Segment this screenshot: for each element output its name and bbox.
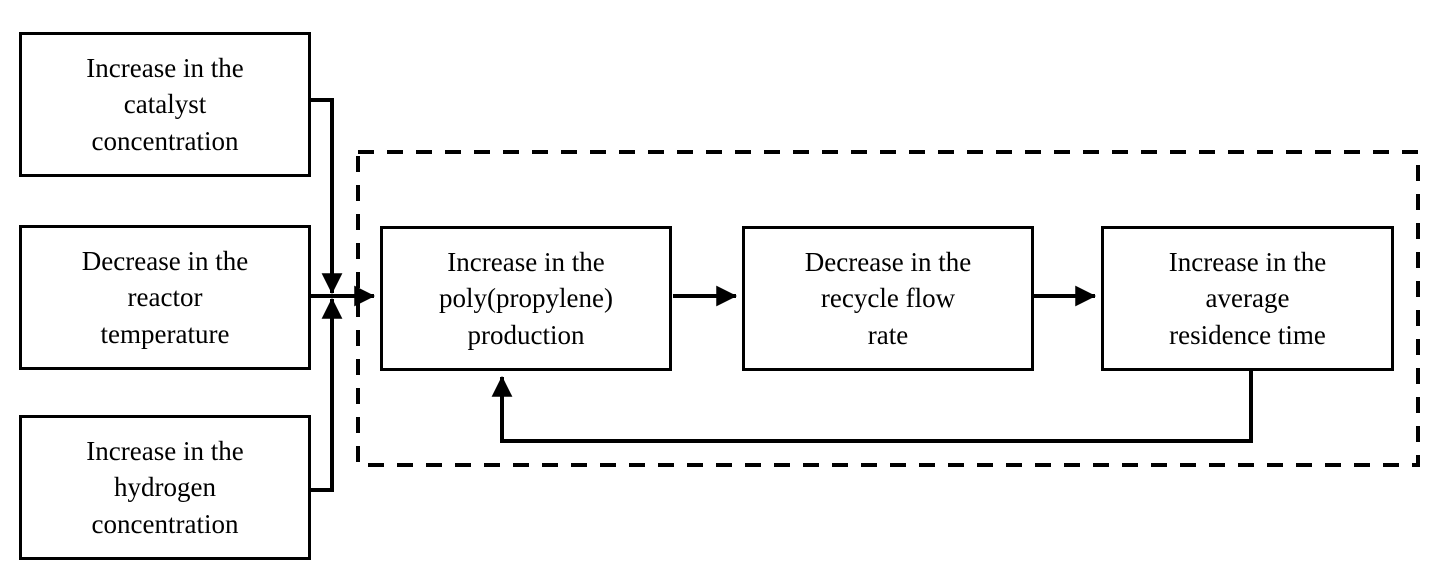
node-label-recycle-flow-rate: Decrease in the recycle flow rate — [804, 246, 972, 350]
node-label-hydrogen-concentration: Increase in the hydrogen concentration — [86, 435, 244, 539]
node-label-polypropylene-production: Increase in the poly(propylene) producti… — [439, 246, 613, 350]
node-recycle-flow-rate[interactable]: Decrease in the recycle flow rate — [742, 226, 1034, 371]
node-label-reactor-temperature: Decrease in the reactor temperature — [81, 245, 249, 349]
edge-catalyst-to-junction — [311, 98, 343, 295]
process-boundary-dashed-rectangle — [356, 150, 1420, 467]
node-reactor-temperature[interactable]: Decrease in the reactor temperature — [19, 225, 311, 370]
node-average-residence-time[interactable]: Increase in the average residence time — [1101, 226, 1394, 371]
node-catalyst-concentration[interactable]: Increase in the catalyst concentration — [19, 32, 311, 177]
node-hydrogen-concentration[interactable]: Increase in the hydrogen concentration — [19, 415, 311, 560]
node-polypropylene-production[interactable]: Increase in the poly(propylene) producti… — [380, 226, 672, 371]
edge-hydrogen-to-junction — [311, 297, 343, 492]
node-label-average-residence-time: Increase in the average residence time — [1168, 246, 1327, 350]
edge-residence-feedback-to-production — [491, 371, 1253, 443]
node-label-catalyst-concentration: Increase in the catalyst concentration — [86, 52, 244, 156]
